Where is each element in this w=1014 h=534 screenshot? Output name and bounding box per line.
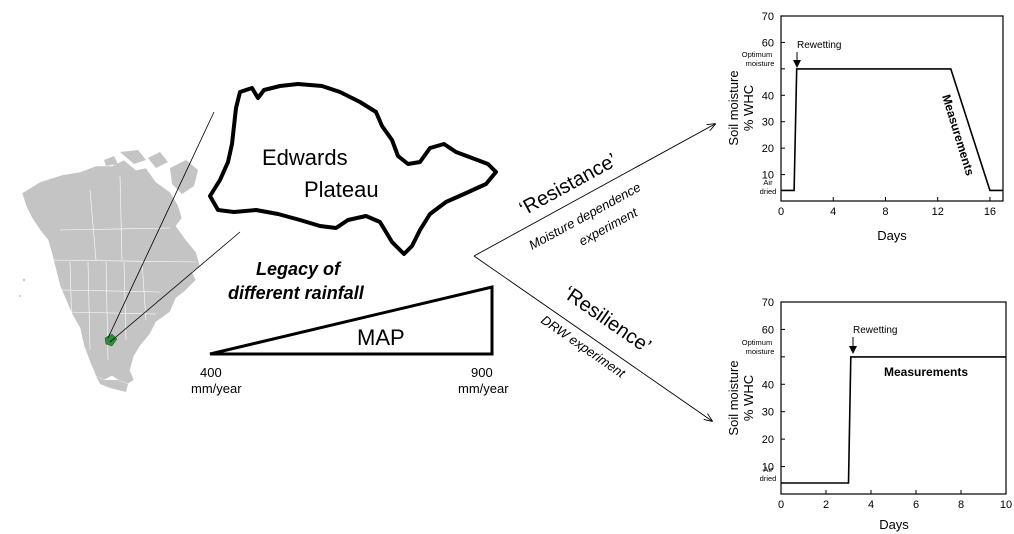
edwards-plateau-marker [104, 333, 118, 347]
y-tick-label: 40 [762, 90, 774, 102]
x-tick-label: 6 [913, 499, 919, 511]
map-gradient-label: MAP [357, 325, 405, 350]
x-tick-label: 10 [1000, 499, 1012, 511]
optimum-moisture-label-line2: moisture [746, 59, 775, 68]
y-axis-label-line1: Soil moisture [726, 360, 741, 435]
x-axis-label: Days [877, 228, 907, 243]
resistance-branch-arrow [473, 124, 715, 257]
resistance-moisture-chart: 0 4 8 12 16 10 20 30 40 60 70 Days Soil moisture %… [726, 11, 1004, 243]
x-tick-label: 12 [932, 206, 944, 218]
y-tick-label: 70 [762, 297, 774, 309]
y-tick-label: 60 [762, 324, 774, 336]
y-tick-label: 10 [762, 462, 774, 474]
optimum-moisture-label-line1: Optimum [742, 338, 772, 347]
x-tick-label: 4 [830, 206, 836, 218]
coast-islet-1 [22, 278, 26, 282]
air-dried-label-line2: dried [760, 187, 777, 196]
y-tick-label: 60 [762, 37, 774, 49]
x-tick-label: 8 [882, 206, 888, 218]
y-axis-label-group: Soil moisture % WHC [726, 70, 756, 145]
resilience-branch-arrow [473, 255, 712, 421]
y-tick-label: 70 [762, 11, 774, 23]
chart-plot-frame [780, 301, 1007, 495]
y-axis-label-group: Soil moisture % WHC [726, 360, 756, 435]
north-america-map [19, 150, 201, 392]
optimum-moisture-label-line2: moisture [746, 347, 775, 356]
y-tick-label: 30 [762, 407, 774, 419]
optimum-moisture-label-line1: Optimum [742, 50, 772, 59]
y-axis-label-line2: % WHC [741, 375, 756, 421]
x-tick-label: 8 [958, 499, 964, 511]
gradient-min-unit: mm/year [191, 381, 242, 396]
region-name-line2: Plateau [304, 177, 379, 202]
greenland [170, 160, 198, 194]
mexico-tail [96, 376, 128, 392]
x-axis-label: Days [879, 517, 909, 532]
y-axis-label-line2: % WHC [741, 85, 756, 131]
rewetting-annotation: Rewetting [797, 40, 841, 51]
zoom-line-upper [107, 111, 215, 339]
legacy-label-line2: different rainfall [228, 283, 365, 303]
y-tick-label: 30 [762, 117, 774, 129]
north-america-landmass [21, 159, 201, 385]
y-axis-label-line1: Soil moisture [726, 70, 741, 145]
zoom-line-lower [109, 231, 241, 343]
x-tick-label: 0 [778, 499, 784, 511]
soil-moisture-series-line [781, 356, 1006, 484]
gradient-min-value: 400 [200, 365, 222, 380]
y-tick-label: 20 [762, 434, 774, 446]
edwards-plateau-outline [208, 82, 498, 256]
soil-moisture-series-line [781, 68, 1003, 192]
rewetting-annotation: Rewetting [853, 325, 897, 336]
air-dried-label-line1: Air [763, 178, 773, 187]
x-tick-label: 2 [823, 499, 829, 511]
x-tick-label: 0 [778, 206, 784, 218]
legacy-label-line1: Legacy of [256, 259, 342, 279]
gradient-max-value: 900 [471, 365, 493, 380]
map-gradient-wedge [209, 285, 494, 356]
region-name-line1: Edwards [262, 145, 348, 170]
resilience-moisture-chart: 0 2 4 6 8 10 10 20 30 40 60 70 Days Soil moisture %… [726, 297, 1012, 532]
y-tick-label: 20 [762, 143, 774, 155]
air-dried-label-line1: Air [763, 465, 773, 474]
gradient-max-unit: mm/year [458, 381, 509, 396]
x-tick-label: 4 [868, 499, 874, 511]
chart-plot-frame [780, 15, 1004, 202]
y-tick-label: 40 [762, 379, 774, 391]
y-tick-label: 10 [762, 170, 774, 182]
air-dried-label-line2: dried [760, 474, 777, 483]
coast-islet-2 [19, 295, 21, 297]
arctic-islands [104, 150, 168, 168]
x-tick-label: 16 [984, 206, 996, 218]
measurements-annotation: Measurements [884, 365, 968, 379]
